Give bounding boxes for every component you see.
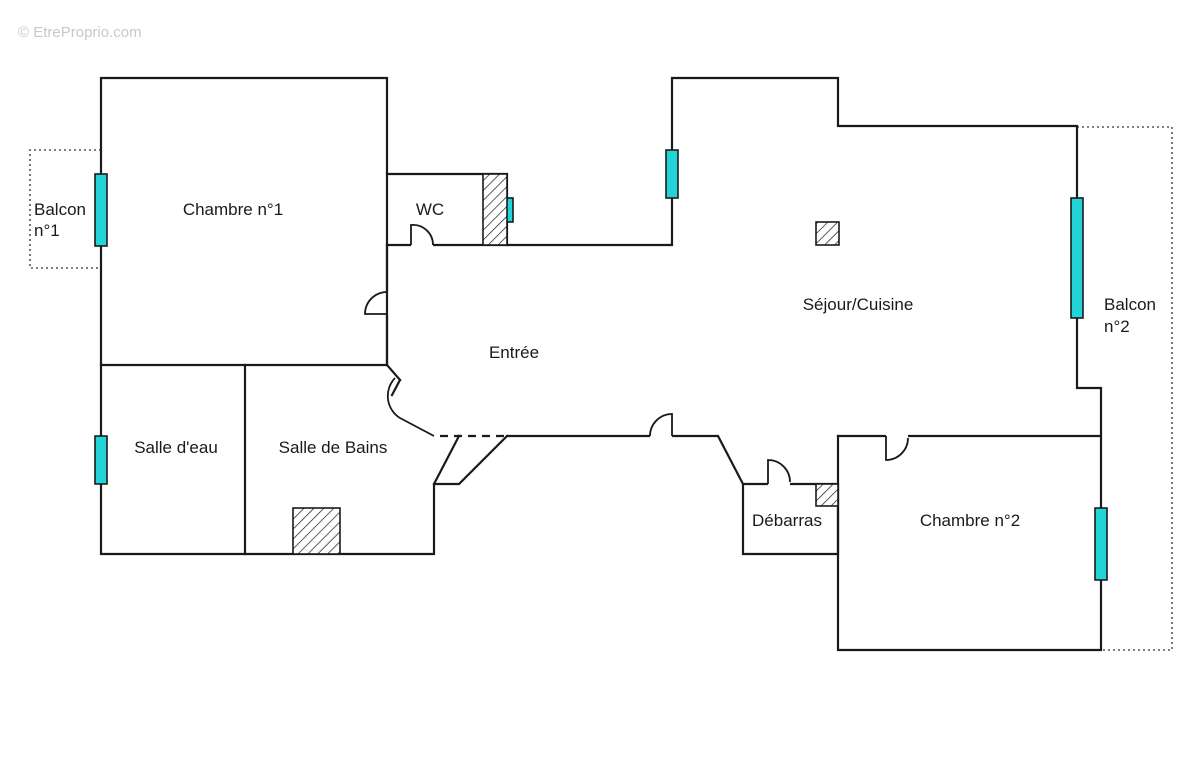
chambre-1-walls xyxy=(99,76,389,367)
window-chambre-2 xyxy=(1094,507,1108,581)
window-sejour-right xyxy=(1070,197,1084,319)
window-salle-eau xyxy=(94,435,108,485)
label-sejour: Séjour/Cuisine xyxy=(803,295,914,314)
label-wc: WC xyxy=(416,200,444,219)
label-balcon-2-line2: n°2 xyxy=(1104,317,1130,336)
duct-wc xyxy=(482,173,508,246)
salle-eau-walls xyxy=(99,363,247,556)
debarras-door xyxy=(767,459,791,484)
window-chambre-1 xyxy=(94,173,108,247)
lower-door xyxy=(649,413,673,437)
debarras-walls xyxy=(741,482,840,556)
lower-wall xyxy=(505,434,745,486)
label-debarras: Débarras xyxy=(752,511,822,530)
wc-door xyxy=(410,224,434,246)
salle-bains-top xyxy=(385,363,402,382)
window-sejour-top xyxy=(665,149,679,199)
label-balcon-2-line1: Balcon xyxy=(1104,295,1156,314)
duct-debarras xyxy=(815,483,839,507)
chambre-2-door xyxy=(885,436,909,461)
upper-wall xyxy=(505,76,1103,652)
chambre-1-door xyxy=(364,291,388,315)
label-chambre-1: Chambre n°1 xyxy=(183,200,283,219)
label-salle-eau: Salle d'eau xyxy=(134,438,218,457)
label-chambre-2: Chambre n°2 xyxy=(920,511,1020,530)
entree-wall-diagonal xyxy=(390,378,402,397)
duct-sejour xyxy=(815,221,840,246)
label-balcon-1-line2: n°1 xyxy=(34,221,60,240)
duct-salle-bains xyxy=(292,507,341,555)
balcony-2-outline xyxy=(1077,126,1173,651)
label-entree: Entrée xyxy=(489,343,539,362)
salle-bains-diagonal xyxy=(432,434,461,486)
label-balcon-1-line1: Balcon xyxy=(34,200,86,219)
salle-bains-door xyxy=(386,377,435,437)
balcony-1-outline xyxy=(29,149,101,269)
label-salle-bains: Salle de Bains xyxy=(279,438,388,457)
watermark: © EtreProprio.com xyxy=(18,24,142,41)
